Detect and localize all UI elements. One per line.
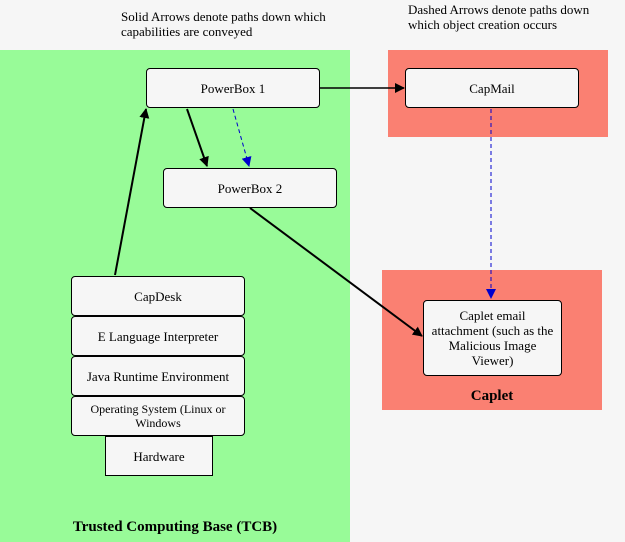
powerbox1-node: PowerBox 1 — [146, 68, 320, 108]
capmail-node: CapMail — [405, 68, 579, 108]
jre-node: Java Runtime Environment — [71, 356, 245, 396]
capdesk-node: CapDesk — [71, 276, 245, 316]
dashed-arrows-note: Dashed Arrows denote paths down which ob… — [408, 2, 590, 32]
caplet-attachment-node: Caplet email attachment (such as the Mal… — [423, 300, 562, 376]
e-language-node: E Language Interpreter — [71, 316, 245, 356]
powerbox2-node: PowerBox 2 — [163, 168, 337, 208]
solid-arrows-note: Solid Arrows denote paths down which cap… — [121, 9, 326, 39]
hardware-node: Hardware — [105, 436, 213, 476]
os-node: Operating System (Linux or Windows — [71, 396, 245, 436]
caplet-region-label: Caplet — [470, 388, 514, 404]
tcb-label: Trusted Computing Base (TCB) — [72, 519, 278, 535]
